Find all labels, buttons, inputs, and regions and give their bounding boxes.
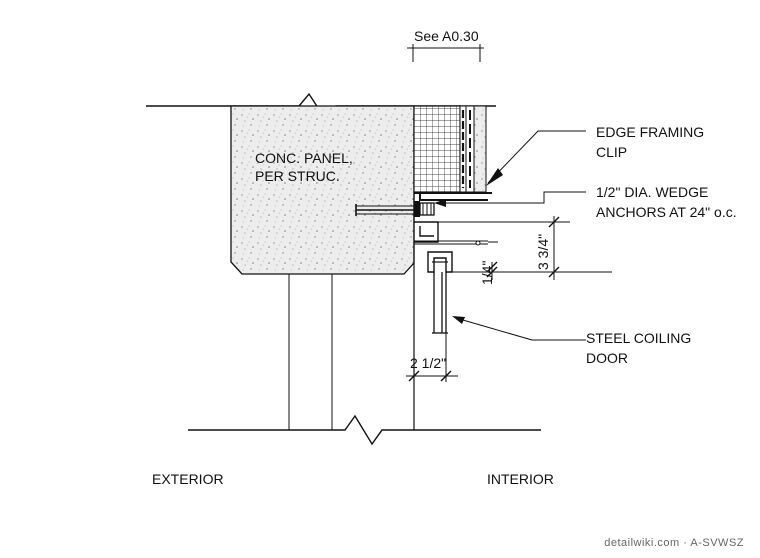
label-conc-panel-line2: PER STRUC. xyxy=(255,168,340,184)
watermark-text: detailwiki.com · A-SVWSZ xyxy=(604,537,744,549)
label-exterior: EXTERIOR xyxy=(152,471,224,487)
dim-width-text: 2 1/2" xyxy=(410,355,446,371)
door-head-framing xyxy=(414,221,498,246)
reference-text: See A0.30 xyxy=(414,28,479,44)
wall-grid-block xyxy=(413,105,461,193)
reference-callout: See A0.30 xyxy=(407,28,484,62)
dimension-2-1-2: 2 1/2" xyxy=(406,333,458,382)
leader-wedge-anchors xyxy=(434,191,586,207)
label-conc-panel-line1: CONC. PANEL, xyxy=(255,150,353,166)
dimension-1-4: 1/4" xyxy=(479,261,498,285)
wedge-anchor xyxy=(355,201,435,217)
dimension-3-3-4: 3 3/4" xyxy=(535,216,560,280)
door-guide xyxy=(427,251,453,273)
leader-coiling-door xyxy=(452,316,586,341)
gypsum-board xyxy=(473,105,487,193)
dim-height-text: 3 3/4" xyxy=(535,234,551,270)
label-wedge-anchors-line1: 1/2" DIA. WEDGE xyxy=(596,184,708,200)
steel-coiling-door xyxy=(432,272,448,334)
label-coiling-door-line1: STEEL COILING xyxy=(586,330,691,346)
bottom-break-line xyxy=(188,414,541,446)
label-edge-framing-line2: CLIP xyxy=(596,144,627,160)
label-edge-framing-line1: EDGE FRAMING xyxy=(596,124,704,140)
edge-framing-clip xyxy=(414,192,492,201)
label-wedge-anchors-line2: ANCHORS AT 24" o.c. xyxy=(596,204,737,220)
leader-edge-clip xyxy=(486,130,586,186)
jamb-lines xyxy=(288,192,415,430)
concrete-panel xyxy=(230,105,415,275)
dim-gap-text: 1/4" xyxy=(479,261,495,285)
label-interior: INTERIOR xyxy=(487,471,554,487)
label-coiling-door-line2: DOOR xyxy=(586,350,628,366)
